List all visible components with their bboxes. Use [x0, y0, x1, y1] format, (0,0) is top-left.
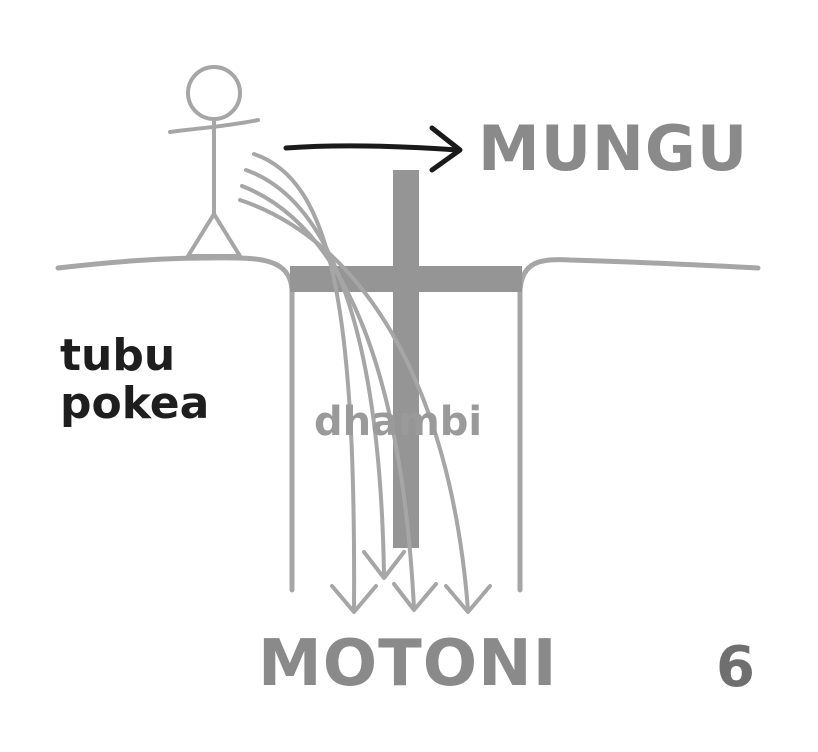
label-pokea: pokea	[60, 377, 210, 429]
arrowhead-2	[362, 550, 406, 580]
falling-curve-1	[252, 152, 357, 612]
figure-head	[186, 65, 242, 121]
figure-arms	[168, 118, 260, 134]
label-tubu: tubu	[60, 330, 176, 381]
arrowheads	[330, 550, 492, 614]
falling-curve-2	[244, 168, 386, 577]
label-dhambi: dhambi	[314, 399, 483, 445]
stick-figure-icon	[168, 65, 260, 258]
label-tubu-pokea: tubu pokea	[60, 332, 209, 427]
label-mungu: MUNGU	[478, 112, 749, 185]
arrowhead-1	[330, 584, 378, 614]
page-number: 6	[716, 635, 755, 700]
falling-curve-3	[240, 184, 416, 610]
label-motoni: MOTONI	[258, 627, 558, 701]
falling-curves	[238, 152, 470, 612]
arrowhead-3	[392, 582, 438, 612]
falling-curve-4	[238, 198, 470, 612]
figure-legs	[186, 212, 242, 258]
cross-horizontal-beam	[290, 266, 522, 292]
arrowhead-4	[444, 584, 492, 614]
arrow-right-icon	[283, 125, 463, 173]
